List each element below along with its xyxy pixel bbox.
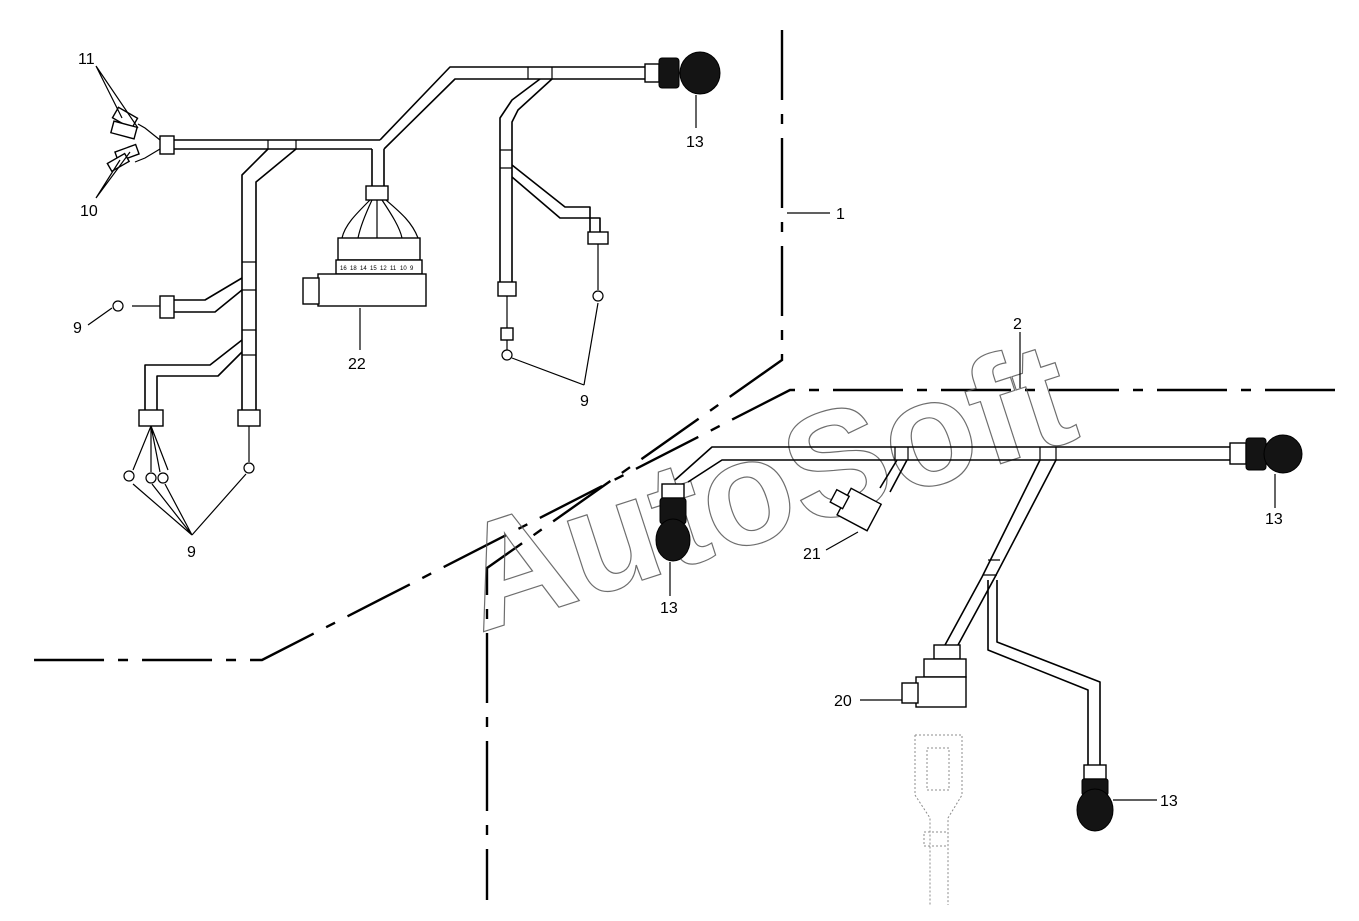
callout-9-left: 9: [73, 320, 82, 337]
boundary-line-2: [28, 388, 1335, 662]
svg-text:15: 15: [370, 266, 377, 272]
callout-9-bottom: 9: [187, 544, 196, 561]
harness-lower-right: 1 2 3 4 5: [655, 434, 1303, 905]
svg-text:14: 14: [360, 266, 367, 272]
svg-text:11: 11: [390, 266, 397, 272]
callout-13-bottom: 13: [1160, 793, 1178, 810]
callout-labels: 1 2 9 9 9 10 11 13 13 13 13 20 21 22: [73, 51, 1283, 810]
callout-10: 10: [80, 203, 98, 220]
callout-13-top: 13: [686, 134, 704, 151]
leader-lines: [87, 65, 1276, 801]
svg-text:18: 18: [350, 266, 357, 272]
svg-text:12: 12: [380, 266, 387, 272]
callout-22: 22: [348, 356, 366, 373]
callout-21: 21: [803, 546, 821, 563]
callout-2: 2: [1013, 316, 1022, 333]
svg-text:10: 10: [400, 266, 407, 272]
svg-text:9: 9: [410, 266, 414, 272]
harness-upper-left: [106, 51, 721, 484]
svg-text:16: 16: [340, 266, 347, 272]
connector-22: 16 18 14 15 12 11 10 9: [302, 237, 427, 307]
callout-1: 1: [836, 206, 845, 223]
watermark: AutoSoft: [438, 308, 1092, 663]
callout-11: 11: [78, 51, 95, 68]
callout-20: 20: [834, 693, 852, 710]
connector-22-pin-labels: 16 18 14 15 12 11 10 9: [340, 266, 414, 272]
callout-13-right: 13: [1265, 511, 1283, 528]
callout-9-middle: 9: [580, 393, 589, 410]
boundary-line-1: [485, 30, 784, 900]
callout-13-middle: 13: [660, 600, 678, 617]
